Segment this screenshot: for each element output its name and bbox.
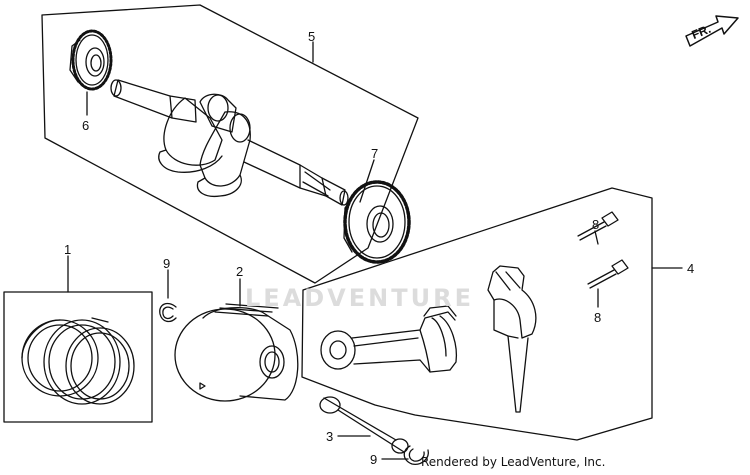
conrod-group-frame bbox=[301, 187, 653, 441]
timing-gear-6 bbox=[69, 29, 113, 91]
callout-9-upper: 9 bbox=[163, 256, 171, 271]
leader-lines bbox=[67, 41, 683, 460]
callout-2: 2 bbox=[236, 264, 244, 279]
connecting-rod bbox=[320, 305, 458, 373]
circlip-lower bbox=[403, 445, 429, 465]
credit-text: Rendered by LeadVenture, Inc. bbox=[421, 455, 606, 469]
watermark: LEADVENTURE bbox=[245, 284, 474, 312]
front-direction-arrow-icon bbox=[685, 15, 739, 47]
callout-9-lower: 9 bbox=[370, 452, 378, 467]
piston bbox=[174, 303, 299, 402]
crankshaft bbox=[110, 79, 349, 206]
callout-1: 1 bbox=[64, 242, 72, 257]
callout-4: 4 bbox=[687, 261, 695, 276]
callout-3: 3 bbox=[326, 429, 334, 444]
callout-8-lower: 8 bbox=[594, 310, 602, 325]
crank-gear-7 bbox=[343, 180, 411, 264]
rod-bolts bbox=[577, 211, 629, 289]
piston-pin bbox=[319, 396, 409, 454]
callout-5: 5 bbox=[308, 29, 316, 44]
callout-6: 6 bbox=[82, 118, 90, 133]
callout-8-upper: 8 bbox=[592, 217, 600, 232]
callout-7: 7 bbox=[371, 146, 379, 161]
crankshaft-group-frame bbox=[41, 4, 419, 284]
circlip-upper bbox=[159, 302, 177, 323]
rod-cap-dipper bbox=[487, 265, 537, 413]
piston-ring-group-frame bbox=[3, 291, 153, 423]
piston-rings bbox=[21, 317, 135, 405]
